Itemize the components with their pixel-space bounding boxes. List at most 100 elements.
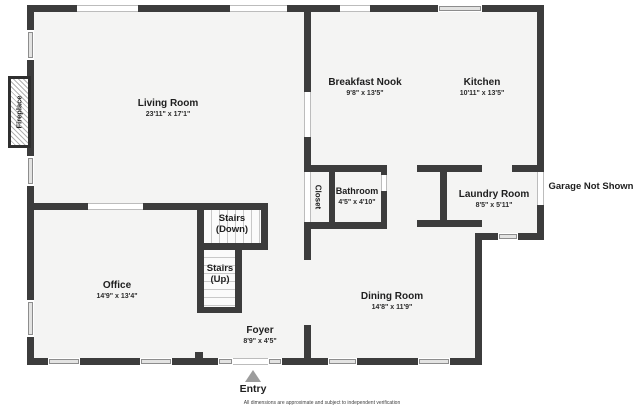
room-dims: 14'8" x 11'9": [371, 304, 413, 311]
room-label-dining-room: Dining Room 14'8" x 11'9": [361, 291, 423, 313]
wall-segment: [172, 358, 218, 365]
stairs-up-line1: Stairs: [206, 263, 234, 274]
window: [498, 233, 518, 240]
door-opening-bathroom: [381, 175, 387, 191]
room-label-office: Office 14'9" x 13'4": [96, 280, 137, 302]
wall-segment: [30, 203, 88, 210]
wall-segment: [381, 165, 387, 175]
wall-segment: [475, 233, 482, 365]
window: [77, 5, 138, 12]
window: [218, 358, 233, 365]
garage-note: Garage Not Shown: [548, 181, 634, 192]
room-name: Living Room: [137, 98, 199, 109]
wall-segment: [304, 165, 387, 172]
window: [27, 30, 34, 60]
floor-area: [30, 240, 482, 362]
wall-segment: [143, 203, 268, 210]
stairs-down-line1: Stairs: [218, 213, 246, 224]
stairs-up-line2: (Up): [210, 273, 230, 285]
room-name: Breakfast Nook: [328, 77, 402, 88]
wall-segment: [27, 337, 34, 365]
wall-segment: [27, 358, 48, 365]
wall-segment: [197, 203, 204, 313]
wall-segment: [518, 233, 544, 240]
window: [27, 156, 34, 186]
room-label-breakfast-nook: Breakfast Nook 9'8" x 13'5": [328, 77, 401, 99]
wall-segment: [357, 358, 418, 365]
window: [340, 5, 370, 12]
room-dims: 8'9" x 4'5": [243, 338, 277, 345]
wall-segment: [304, 137, 311, 172]
wall-segment: [440, 165, 447, 222]
wall-segment: [304, 222, 387, 229]
window: [268, 358, 282, 365]
room-name: Laundry Room: [458, 189, 530, 200]
room-label-foyer: Foyer 8'9" x 4'5": [243, 325, 276, 347]
room-label-bathroom: Bathroom 4'5" x 4'10": [336, 186, 379, 208]
room-dims: 10'11" x 13'5": [459, 90, 505, 97]
disclaimer-text: All dimensions are approximate and subje…: [243, 400, 401, 406]
entry-label: Entry: [239, 383, 267, 395]
floor-area: [30, 8, 541, 240]
wall-segment: [304, 222, 311, 260]
door-opening: [88, 203, 143, 210]
room-label-laundry-room: Laundry Room 8'5" x 5'11": [459, 189, 530, 211]
room-dims: 9'8" x 13'5": [346, 90, 384, 97]
room-name: Dining Room: [360, 291, 424, 302]
wall-segment: [417, 165, 482, 172]
stairs-up-label: Stairs (Up): [206, 263, 234, 285]
wall-segment: [304, 325, 311, 362]
fireplace: [8, 76, 31, 148]
wall-segment: [195, 352, 203, 358]
wall-segment: [370, 5, 438, 12]
wall-segment: [27, 5, 34, 30]
fireplace-label: Fireplace: [14, 95, 24, 129]
room-dims: 14'9" x 13'4": [96, 293, 138, 300]
room-dims: 23'11" x 17'1": [145, 111, 191, 118]
window: [27, 300, 34, 337]
wall-segment: [450, 358, 482, 365]
stairs-down-treads: [204, 210, 261, 243]
room-dims: 4'5" x 4'10": [338, 199, 376, 206]
room-name: Office: [102, 280, 132, 291]
closet-label: Closet: [313, 184, 323, 210]
wall-segment: [417, 220, 482, 227]
door-opening: [304, 92, 311, 137]
wall-segment: [80, 358, 140, 365]
wall-segment: [537, 5, 544, 172]
wall-segment: [304, 8, 311, 92]
wall-segment: [482, 5, 544, 12]
door-opening-closet: [304, 172, 311, 222]
stairs-up-treads: [204, 250, 235, 307]
wall-segment: [475, 233, 498, 240]
wall-segment: [197, 307, 242, 313]
room-name: Bathroom: [335, 186, 379, 196]
wall-segment: [537, 205, 544, 240]
wall-segment: [512, 165, 540, 172]
stairs-down-line2: (Down): [215, 223, 249, 235]
door-opening-entry: [233, 358, 268, 365]
window: [328, 358, 357, 365]
wall-segment: [27, 186, 34, 300]
window: [48, 358, 80, 365]
window: [438, 5, 482, 12]
wall-segment: [27, 5, 77, 12]
stairs-down-label: Stairs (Down): [215, 213, 249, 235]
wall-segment: [197, 243, 268, 250]
window: [418, 358, 450, 365]
window: [230, 5, 287, 12]
room-dims: 8'5" x 5'11": [475, 202, 513, 209]
room-label-living-room: Living Room 23'11" x 17'1": [138, 98, 199, 120]
room-name: Foyer: [246, 325, 274, 336]
wall-segment: [287, 5, 340, 12]
room-label-kitchen: Kitchen 10'11" x 13'5": [460, 77, 505, 99]
entry-arrow-icon: [245, 370, 261, 382]
wall-segment: [138, 5, 230, 12]
room-name: Kitchen: [463, 77, 501, 88]
window: [140, 358, 172, 365]
wall-segment: [261, 210, 268, 250]
door-opening-garage: [537, 172, 544, 205]
wall-segment: [235, 250, 242, 313]
wall-segment: [329, 165, 335, 229]
